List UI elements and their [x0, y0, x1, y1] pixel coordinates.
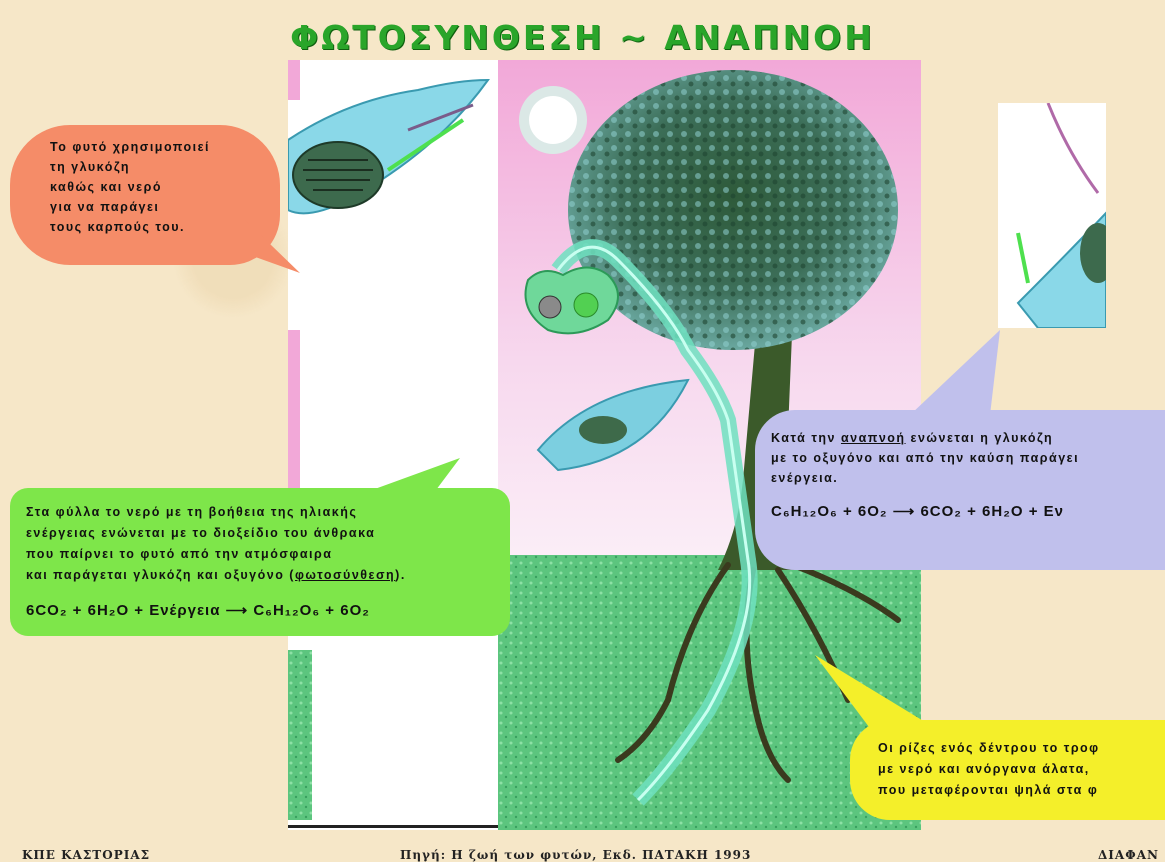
page-title: ΦΩΤΟΣΥΝΘΕΣΗ ~ ΑΝΑΠΝΟΗ: [0, 18, 1165, 57]
roots-bubble: Οι ρίζες ενός δέντρου το τροφ με νερό κα…: [850, 720, 1165, 820]
fruit-line: Το φυτό χρησιμοποιεί: [50, 137, 280, 157]
respiration-term: αναπνοή: [841, 431, 906, 445]
fruit-line: καθώς και νερό: [50, 177, 280, 197]
equation-left: C₆H₁₂O₆ + 6O₂: [771, 503, 888, 520]
text: ).: [395, 568, 406, 582]
photosynthesis-line: που παίρνει το φυτό από την ατμόσφαιρα: [26, 544, 510, 565]
bubble-tail: [350, 458, 470, 498]
photosynthesis-line: ενέργειας ενώνεται με το διοξείδιο του ά…: [26, 523, 510, 544]
photosynthesis-equation: 6CO₂ + 6H₂O + Ενέργεια ⟶ C₆H₁₂O₆ + 6O₂: [26, 600, 510, 621]
roots-line: με νερό και ανόργανα άλατα,: [878, 759, 1165, 780]
text: ενώνεται η γλυκόζη: [906, 431, 1054, 445]
arrow-icon: ⟶: [226, 602, 249, 619]
text: και παράγεται γλυκόζη και οξυγόνο (: [26, 568, 295, 582]
right-leaf-inset: [998, 103, 1106, 328]
respiration-line: με το οξυγόνο και από την καύση παράγει: [771, 448, 1165, 468]
fruit-line: τη γλυκόζη: [50, 157, 280, 177]
respiration-equation: C₆H₁₂O₆ + 6O₂ ⟶ 6CO₂ + 6H₂O + Εν: [771, 502, 1165, 522]
respiration-line: ενέργεια.: [771, 468, 1165, 488]
roots-line: που μεταφέρονται ψηλά στα φ: [878, 780, 1165, 801]
photosynthesis-line: και παράγεται γλυκόζη και οξυγόνο (φωτοσ…: [26, 565, 510, 586]
respiration-line: Κατά την αναπνοή ενώνεται η γλυκόζη: [771, 428, 1165, 448]
fruit-bubble: Το φυτό χρησιμοποιεί τη γλυκόζη καθώς κα…: [10, 125, 280, 265]
text: Κατά την: [771, 431, 841, 445]
photosynthesis-term: φωτοσύνθεση: [295, 568, 395, 582]
arrow-icon: ⟶: [893, 503, 916, 520]
photosynthesis-line: Στα φύλλα το νερό με τη βοήθεια της ηλια…: [26, 502, 510, 523]
equation-left: 6CO₂ + 6H₂O + Ενέργεια: [26, 602, 220, 619]
roots-line: Οι ρίζες ενός δέντρου το τροφ: [878, 738, 1165, 759]
photosynthesis-bubble: Στα φύλλα το νερό με τη βοήθεια της ηλια…: [10, 488, 510, 636]
fruit-line: για να παράγει: [50, 197, 280, 217]
respiration-bubble: Κατά την αναπνοή ενώνεται η γλυκόζη με τ…: [755, 410, 1165, 570]
equation-right: 6CO₂ + 6H₂O + Εν: [920, 503, 1064, 520]
bubble-tail: [880, 330, 1010, 415]
equation-right: C₆H₁₂O₆ + 6O₂: [253, 602, 370, 619]
bubble-tail: [240, 215, 310, 275]
